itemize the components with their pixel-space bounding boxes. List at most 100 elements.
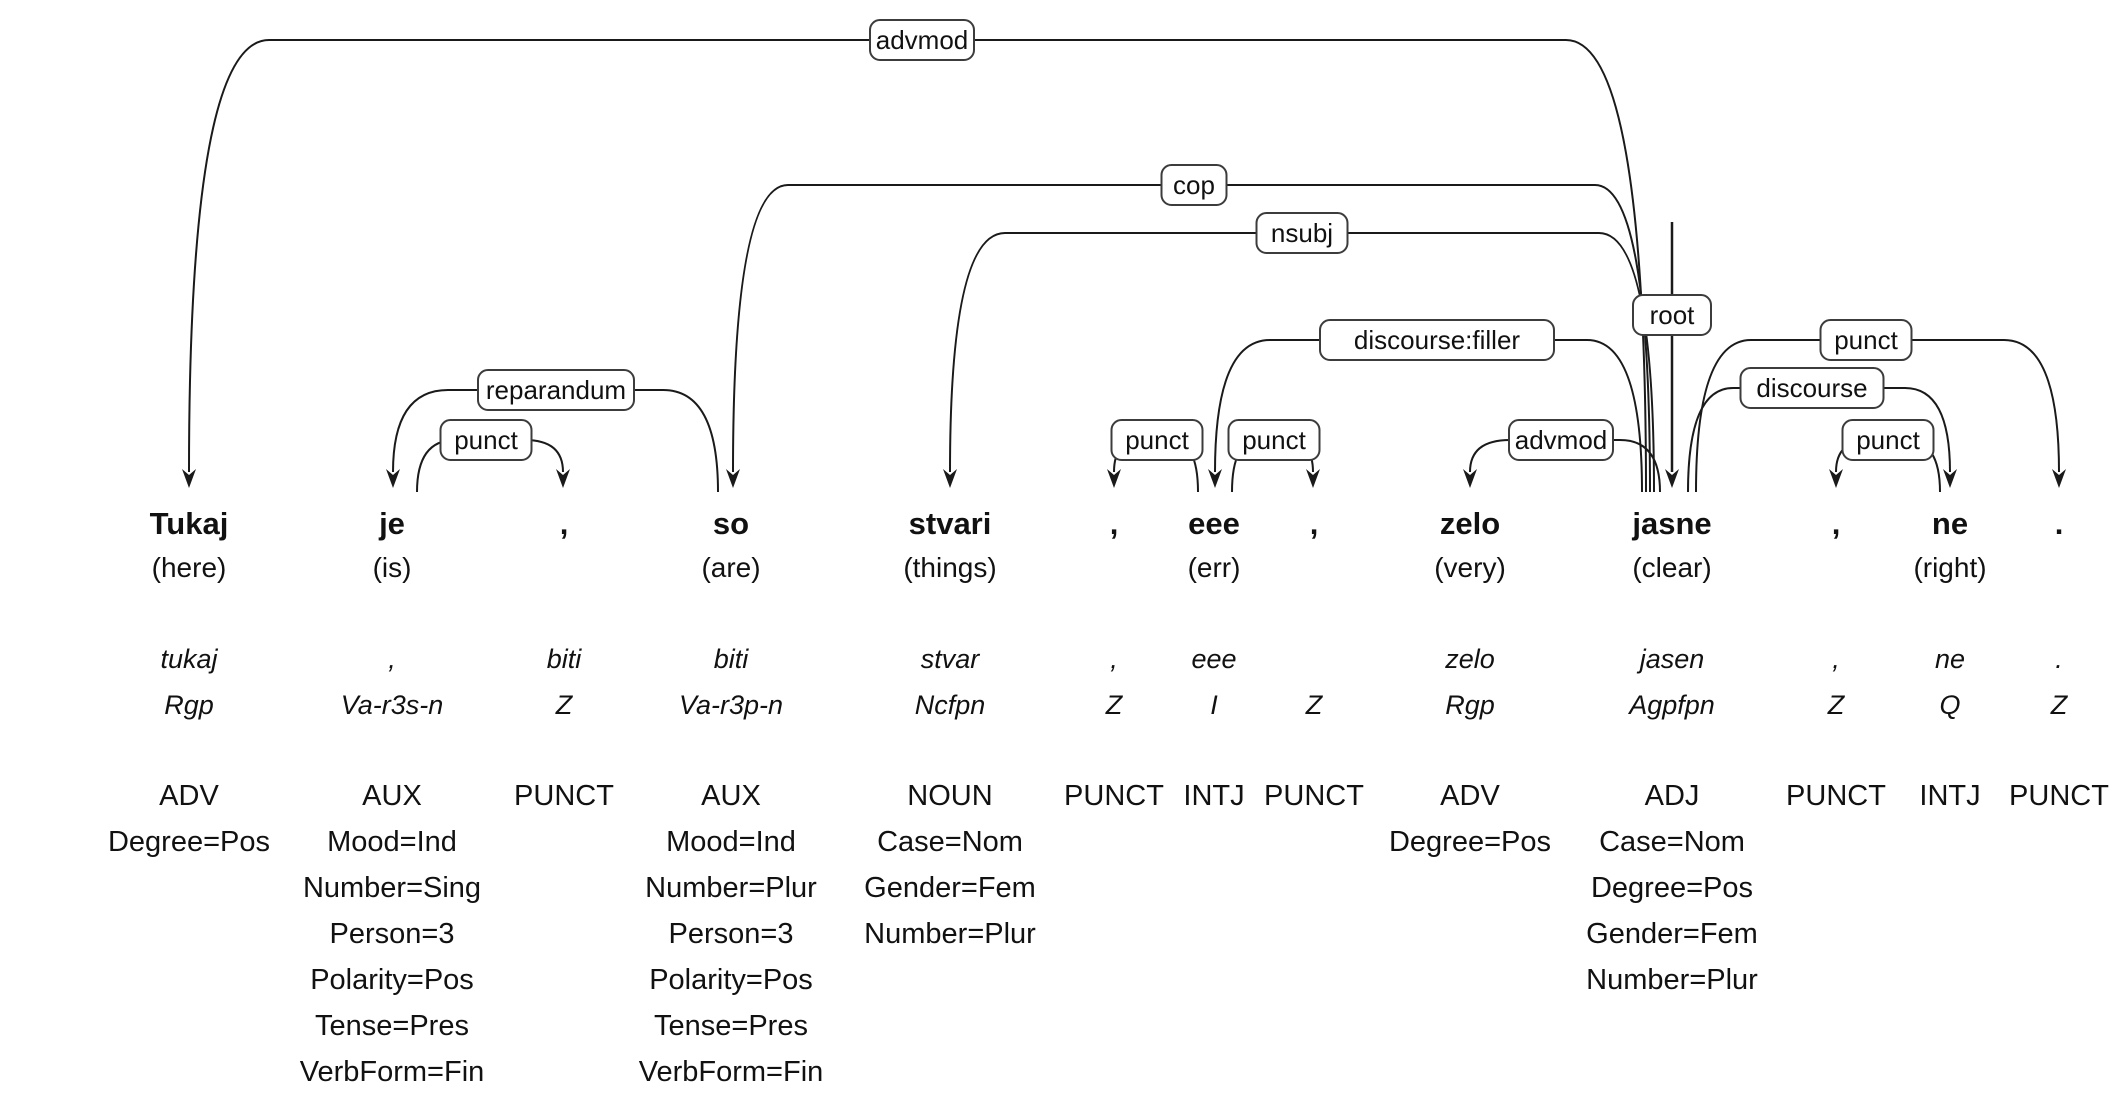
token-feature: Number=Sing xyxy=(302,872,482,904)
deprel-label-discourse[interactable]: discourse xyxy=(1739,367,1885,409)
token-lemma: , xyxy=(1110,644,1118,674)
deprel-label-box xyxy=(1227,419,1321,461)
token-word[interactable]: , xyxy=(559,506,569,541)
token-upos: PUNCT xyxy=(1064,780,1164,812)
deprel-label-root[interactable]: root xyxy=(1632,294,1712,336)
token-xpos: Z xyxy=(1827,690,1845,720)
token-word[interactable]: je xyxy=(379,506,405,541)
deprel-label-discoursefiller[interactable]: discourse:filler xyxy=(1319,319,1555,361)
deprel-label-text: advmod xyxy=(876,25,969,55)
token-feature: Number=Plur xyxy=(1586,964,1758,996)
token-word[interactable]: , xyxy=(1309,506,1319,541)
token-gloss: (things) xyxy=(903,552,997,583)
deprel-label-box xyxy=(1841,419,1935,461)
token-upos: ADV xyxy=(159,780,219,812)
token-xpos: Va-r3s-n xyxy=(340,690,444,720)
token-word[interactable]: , xyxy=(1109,506,1119,541)
arc-discourse xyxy=(1687,387,1951,493)
deprel-label-text: cop xyxy=(1173,170,1215,200)
token-feature: VerbForm=Fin xyxy=(638,1056,824,1088)
arrowhead-reparandum xyxy=(386,469,400,488)
token-feature: Person=3 xyxy=(668,918,794,950)
token-upos: INTJ xyxy=(1919,780,1981,812)
deprel-label-text: discourse xyxy=(1756,373,1867,403)
token-feature: Tense=Pres xyxy=(315,1010,469,1042)
arrowhead-cop xyxy=(726,469,740,488)
token-upos: AUX xyxy=(701,780,761,812)
token-lemma: . xyxy=(2055,644,2063,674)
arrowhead-punct xyxy=(1306,469,1320,488)
token-lemma: , xyxy=(388,644,396,674)
deprel-label-text: reparandum xyxy=(486,375,626,405)
token-lemma: biti xyxy=(546,644,582,674)
token-gloss: (here) xyxy=(151,552,227,583)
arrowhead-discourse xyxy=(1943,469,1957,488)
token-lemma: eee xyxy=(1191,644,1237,674)
token-gloss: (right) xyxy=(1913,552,1987,583)
token-word[interactable]: stvari xyxy=(908,506,992,541)
token-xpos: Q xyxy=(1939,690,1961,720)
token-xpos: I xyxy=(1210,690,1218,720)
token-xpos: Agpfpn xyxy=(1629,690,1715,720)
token-upos: AUX xyxy=(362,780,422,812)
token-feature: Case=Nom xyxy=(1599,826,1745,858)
deprel-label-box xyxy=(1632,294,1712,336)
token-xpos: Ncfpn xyxy=(914,690,986,720)
deprel-label-advmod[interactable]: advmod xyxy=(1508,419,1614,461)
token-upos: ADV xyxy=(1440,780,1500,812)
token-gloss: (clear) xyxy=(1632,552,1712,583)
arc-labels: advmod cop nsubj discourse:filler punct disco… xyxy=(439,19,1935,461)
deprel-label-box xyxy=(1319,319,1555,361)
deprel-label-box xyxy=(869,19,975,61)
token-word[interactable]: ne xyxy=(1931,506,1969,541)
token-feature: Case=Nom xyxy=(877,826,1023,858)
token-feature: Number=Plur xyxy=(864,918,1036,950)
token-word[interactable]: eee xyxy=(1188,506,1240,541)
token-xpos: Z xyxy=(555,690,573,720)
deprel-label-punct[interactable]: punct xyxy=(1227,419,1321,461)
token-upos: INTJ xyxy=(1183,780,1245,812)
token-xpos: Z xyxy=(2050,690,2068,720)
arrowhead-punct xyxy=(1107,469,1121,488)
deprel-label-text: discourse:filler xyxy=(1354,325,1521,355)
arc-nsubj xyxy=(949,232,1655,493)
token-word[interactable]: Tukaj xyxy=(149,506,229,541)
token-word[interactable]: so xyxy=(712,506,750,541)
deprel-label-cop[interactable]: cop xyxy=(1160,164,1228,206)
token-xpos: Z xyxy=(1305,690,1323,720)
token-feature: Gender=Fem xyxy=(864,872,1036,904)
token-word[interactable]: , xyxy=(1831,506,1841,541)
token-upos: NOUN xyxy=(907,780,993,812)
arrowhead-discoursefiller xyxy=(1208,469,1222,488)
token-word[interactable]: jasne xyxy=(1632,506,1712,541)
arrowhead-root xyxy=(1665,469,1679,488)
token-upos: PUNCT xyxy=(2009,780,2109,812)
arc-advmod xyxy=(1469,439,1661,493)
token-feature: Polarity=Pos xyxy=(310,964,474,996)
deprel-label-nsubj[interactable]: nsubj xyxy=(1255,212,1349,254)
deprel-label-punct[interactable]: punct xyxy=(1110,419,1204,461)
token-xpos: Z xyxy=(1105,690,1123,720)
token-lemma: zelo xyxy=(1445,644,1495,674)
token-gloss: (very) xyxy=(1434,552,1506,583)
deprel-label-punct[interactable]: punct xyxy=(1841,419,1935,461)
token-word[interactable]: . xyxy=(2054,506,2064,541)
deprel-label-punct[interactable]: punct xyxy=(1819,319,1913,361)
deprel-label-box xyxy=(1739,367,1885,409)
deprel-label-advmod[interactable]: advmod xyxy=(869,19,975,61)
token-word[interactable]: zelo xyxy=(1439,506,1501,541)
token-feature: Number=Plur xyxy=(645,872,817,904)
deprel-label-box xyxy=(477,369,635,411)
deprel-label-punct[interactable]: punct xyxy=(439,419,533,461)
deprel-label-text: punct xyxy=(1125,425,1189,455)
deprel-label-text: punct xyxy=(1834,325,1898,355)
token-feature: Degree=Pos xyxy=(107,826,271,858)
token-feature: Degree=Pos xyxy=(1388,826,1552,858)
token-upos: PUNCT xyxy=(1786,780,1886,812)
arrowhead-advmod xyxy=(1463,469,1477,488)
token-feature: Degree=Pos xyxy=(1590,872,1754,904)
deprel-label-reparandum[interactable]: reparandum xyxy=(477,369,635,411)
token-lemma: , xyxy=(1832,644,1840,674)
